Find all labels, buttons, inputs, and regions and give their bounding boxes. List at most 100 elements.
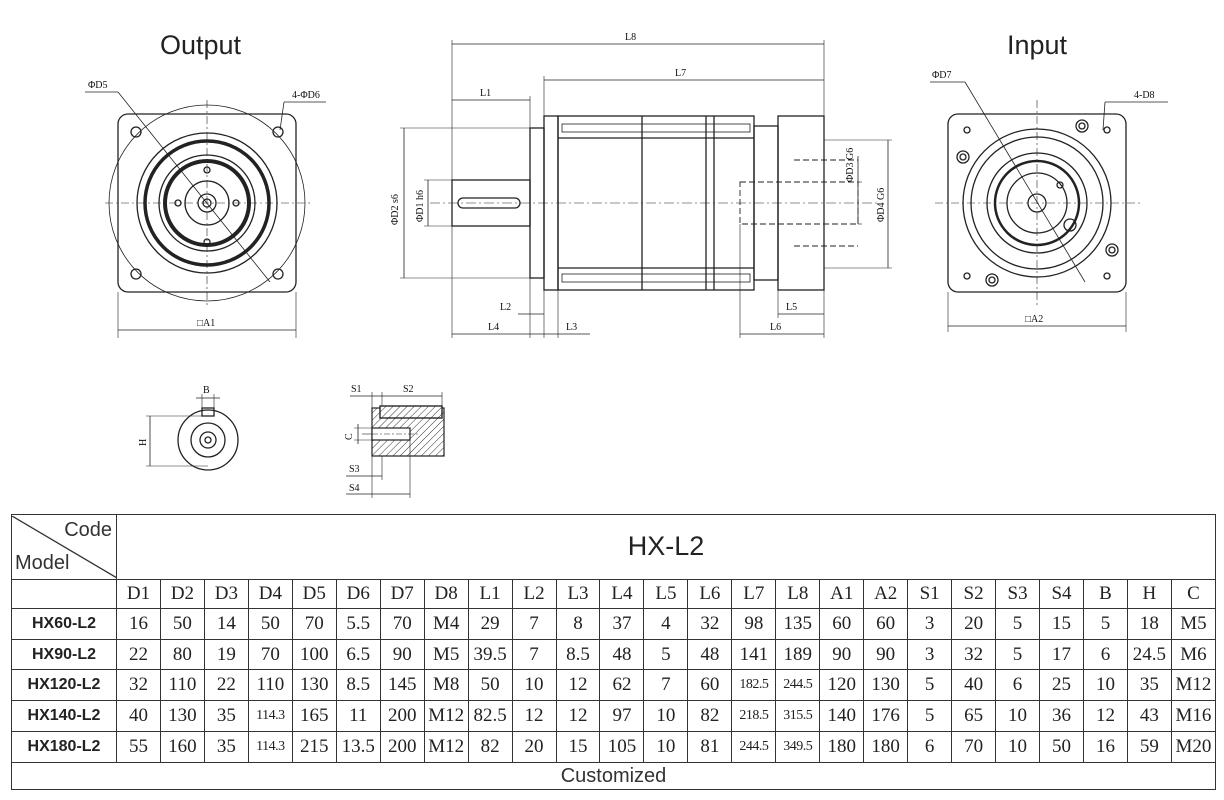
dim-d4: ΦD4 G6 [876, 188, 887, 222]
value-cell: 130 [291, 669, 337, 702]
column-header: S3 [995, 578, 1041, 609]
value-cell: 50 [247, 607, 293, 640]
dim-l1: L1 [480, 88, 491, 99]
value-cell: M4 [423, 607, 469, 640]
value-cell: 37 [599, 607, 645, 640]
dim-s3: S3 [349, 464, 360, 475]
value-cell: 12 [555, 669, 601, 702]
value-cell: 50 [467, 669, 513, 702]
value-cell: 5 [1082, 607, 1128, 640]
dim-d6: 4-ΦD6 [292, 90, 320, 101]
dim-d1: ΦD1 h6 [415, 190, 426, 222]
value-cell: 5 [995, 638, 1041, 671]
value-cell: 6 [1082, 638, 1128, 671]
model-cell: HX140-L2 [11, 700, 117, 733]
input-title: Input [1007, 30, 1068, 60]
corner-model-label: Model [15, 551, 70, 574]
value-cell: 11 [335, 700, 381, 733]
value-cell: 218.5 [731, 700, 777, 733]
column-header: S4 [1039, 578, 1084, 609]
dim-l8: L8 [625, 32, 636, 43]
column-header: D6 [335, 578, 381, 609]
value-cell: 10 [511, 669, 557, 702]
value-cell: 35 [203, 700, 249, 733]
value-cell: 59 [1126, 731, 1172, 764]
value-cell: 110 [159, 669, 205, 702]
value-cell: 200 [379, 731, 425, 764]
dim-l7: L7 [675, 68, 686, 79]
value-cell: 40 [951, 669, 997, 702]
value-cell: 5 [995, 607, 1041, 640]
value-cell: 10 [1082, 669, 1128, 702]
column-header: H [1126, 578, 1172, 609]
column-header: A2 [863, 578, 909, 609]
value-cell: 10 [643, 700, 689, 733]
value-cell: 6 [995, 669, 1041, 702]
value-cell: 70 [247, 638, 293, 671]
column-header: D1 [116, 578, 161, 609]
value-cell: 48 [599, 638, 645, 671]
technical-drawing: Output ΦD5 4-ΦD6 □A1 [85, 30, 1168, 498]
value-cell: 6.5 [335, 638, 381, 671]
side-view [400, 40, 892, 338]
output-view: Output [85, 30, 326, 338]
shaft-key-view [146, 394, 239, 471]
value-cell: M20 [1170, 731, 1217, 764]
footer-row: Customized [10, 762, 1217, 790]
value-cell: 4 [643, 607, 689, 640]
value-cell: 315.5 [775, 700, 821, 733]
value-cell: 80 [159, 638, 205, 671]
dim-d2: ΦD2 s6 [390, 194, 401, 225]
value-cell: 10 [995, 731, 1041, 764]
value-cell: 90 [819, 638, 865, 671]
value-cell: M12 [423, 700, 469, 733]
value-cell: 114.3 [247, 700, 293, 733]
corner-diagonal [12, 515, 116, 578]
value-cell: 24.5 [1126, 638, 1172, 671]
value-cell: 60 [687, 669, 733, 702]
column-header: L2 [511, 578, 557, 609]
value-cell: 22 [116, 638, 161, 671]
value-cell: 5.5 [335, 607, 381, 640]
value-cell: 65 [951, 700, 997, 733]
value-cell: M6 [1170, 638, 1217, 671]
column-header: D4 [247, 578, 293, 609]
value-cell: 90 [863, 638, 909, 671]
value-cell: 70 [951, 731, 997, 764]
dim-l5: L5 [786, 302, 797, 313]
value-cell: 5 [643, 638, 689, 671]
value-cell: 130 [863, 669, 909, 702]
value-cell: 25 [1039, 669, 1084, 702]
value-cell: M8 [423, 669, 469, 702]
value-cell: 60 [863, 607, 909, 640]
value-cell: 16 [1082, 731, 1128, 764]
value-cell: 7 [511, 607, 557, 640]
value-cell: 7 [511, 638, 557, 671]
dim-l3: L3 [566, 322, 577, 333]
value-cell: 16 [116, 607, 161, 640]
value-cell: 6 [907, 731, 953, 764]
column-header: L5 [643, 578, 689, 609]
model-cell: HX60-L2 [11, 607, 117, 640]
series-title: HX-L2 [115, 514, 1217, 580]
dim-s1: S1 [351, 384, 362, 395]
value-cell: 12 [1082, 700, 1128, 733]
value-cell: 5 [907, 700, 953, 733]
value-cell: 244.5 [731, 731, 777, 764]
value-cell: 110 [247, 669, 293, 702]
model-cell: HX180-L2 [11, 731, 117, 764]
column-header: L7 [731, 578, 777, 609]
value-cell: 5 [907, 669, 953, 702]
output-title: Output [160, 30, 242, 60]
header-row: Code Model HX-L2 [11, 514, 1217, 580]
value-cell: 180 [863, 731, 909, 764]
value-cell: M12 [1170, 669, 1217, 702]
value-cell: 35 [203, 731, 249, 764]
value-cell: 39.5 [467, 638, 513, 671]
dim-b: B [203, 385, 210, 396]
value-cell: 8 [555, 607, 601, 640]
